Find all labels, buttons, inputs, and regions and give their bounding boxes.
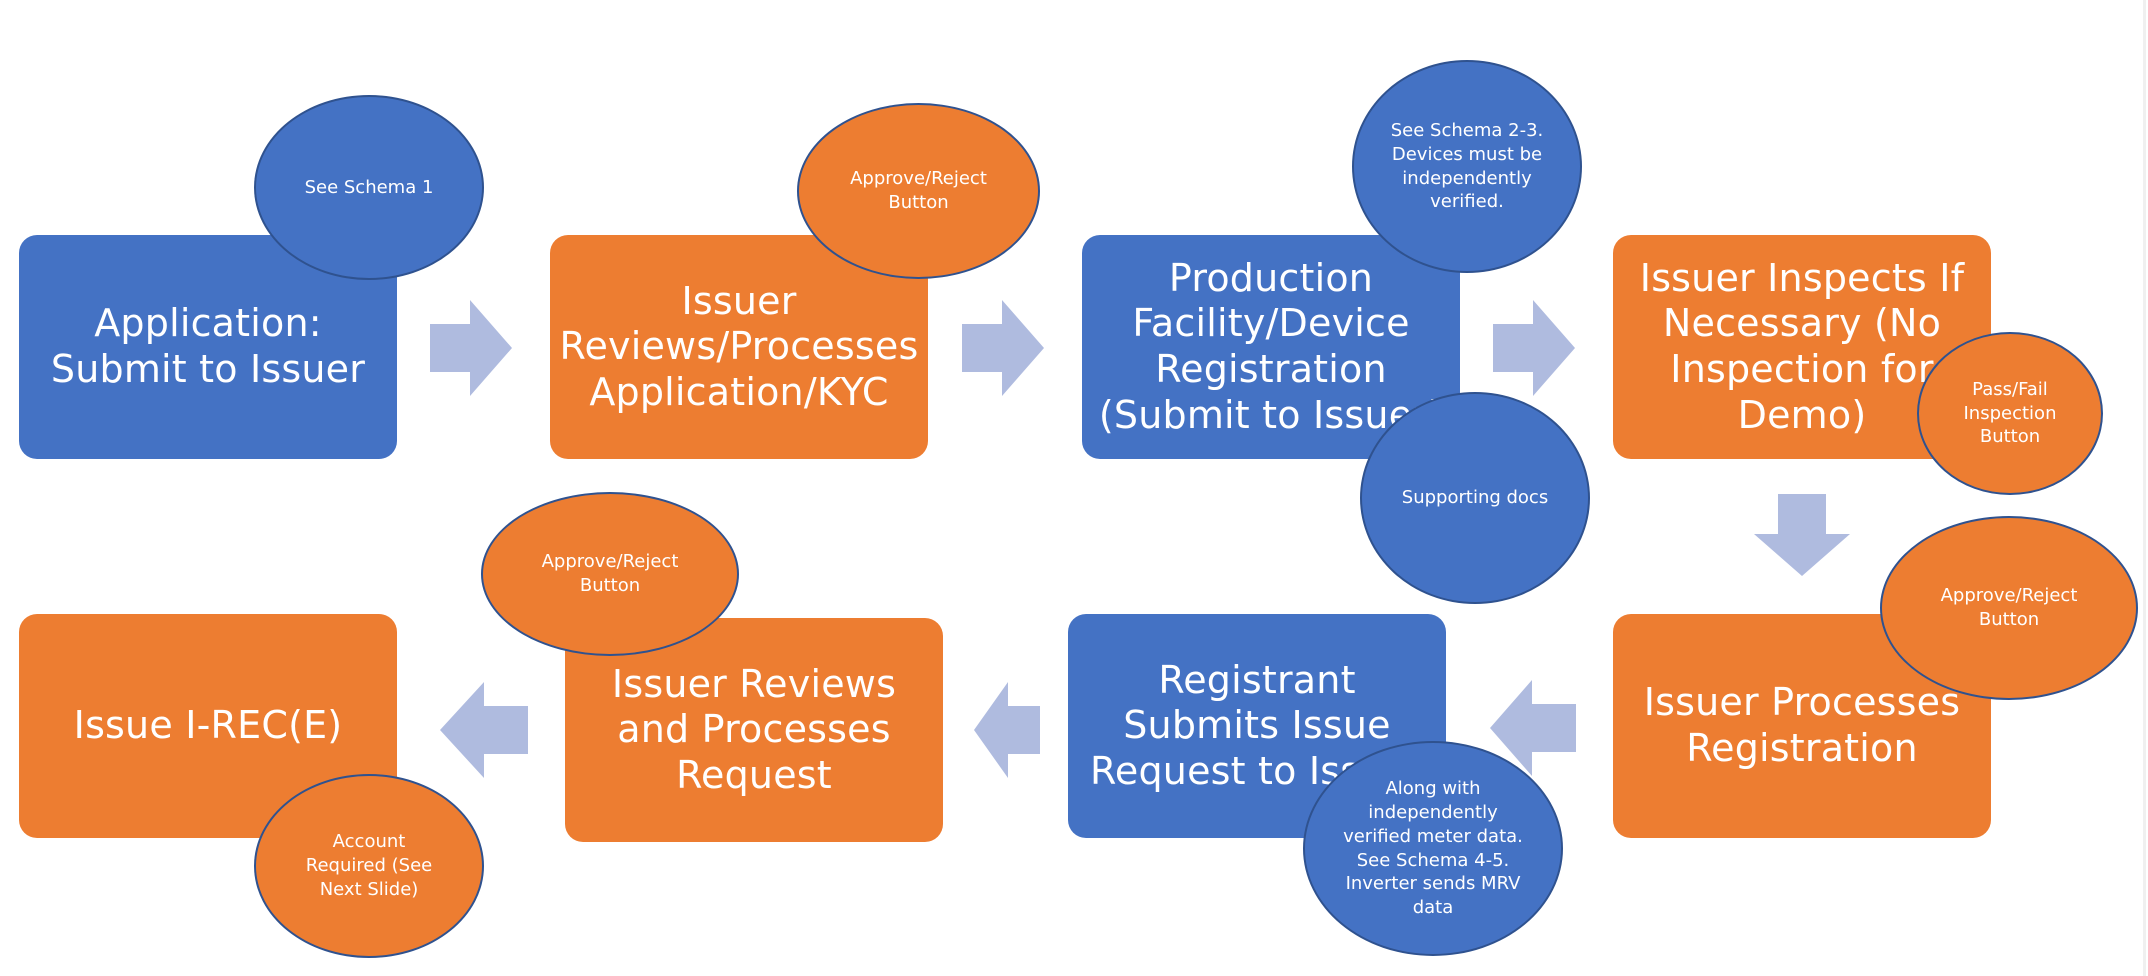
step-device-registration-label: Production Facility/Device Registration … (1098, 255, 1444, 437)
note-account-required: Account Required (See Next Slide) (254, 774, 484, 958)
arrow-left-icon (440, 682, 528, 778)
note-approve-reject-request: Approve/Reject Button (481, 492, 739, 656)
step-issuer-reviews-request-label: Issuer Reviews and Processes Request (611, 661, 897, 797)
note-see-schema-1-text: See Schema 1 (304, 176, 434, 198)
step-issue-irec-label: Issue I-REC(E) (73, 703, 343, 748)
note-see-schema-1: See Schema 1 (254, 95, 484, 280)
note-account-required-text: Account Required (See Next Slide) (305, 831, 433, 900)
arrow-left-icon (1490, 680, 1576, 776)
note-approve-reject-registration: Approve/Reject Button (1880, 516, 2138, 700)
arrow-right-icon (1493, 300, 1575, 396)
note-approve-reject-request-text: Approve/Reject Button (541, 551, 679, 596)
note-supporting-docs-text: Supporting docs (1401, 487, 1549, 509)
note-pass-fail-inspection: Pass/Fail Inspection Button (1917, 332, 2103, 495)
step-application-submit-label: Application: Submit to Issuer (50, 301, 366, 391)
step-issuer-reviews-application: Issuer Reviews/Processes Application/KYC (550, 235, 928, 459)
note-approve-reject-application-text: Approve/Reject Button (850, 168, 987, 213)
step-device-registration: Production Facility/Device Registration … (1082, 235, 1460, 459)
step-issuer-reviews-application-label: Issuer Reviews/Processes Application/KYC (559, 278, 919, 414)
note-see-schema-2-3-text: See Schema 2-3. Devices must be independ… (1390, 120, 1544, 213)
arrow-left-icon (974, 682, 1040, 778)
arrow-right-icon (430, 300, 512, 396)
note-approve-reject-registration-text: Approve/Reject Button (1940, 585, 2078, 630)
arrow-right-icon (962, 300, 1044, 396)
arrow-down-icon (1754, 494, 1850, 576)
note-supporting-docs: Supporting docs (1360, 392, 1590, 604)
note-see-schema-2-3: See Schema 2-3. Devices must be independ… (1352, 60, 1582, 273)
step-issuer-processes-registration-label: Issuer Processes Registration (1643, 680, 1961, 770)
step-issuer-inspects-label: Issuer Inspects If Necessary (No Inspect… (1639, 255, 1965, 437)
note-approve-reject-application: Approve/Reject Button (797, 103, 1040, 279)
note-pass-fail-inspection-text: Pass/Fail Inspection Button (1963, 378, 2057, 448)
note-meter-data-text: Along with independently verified meter … (1343, 778, 1523, 918)
note-meter-data: Along with independently verified meter … (1303, 741, 1563, 956)
step-issuer-reviews-request: Issuer Reviews and Processes Request (565, 618, 943, 842)
slide-edge-divider (2143, 0, 2146, 976)
